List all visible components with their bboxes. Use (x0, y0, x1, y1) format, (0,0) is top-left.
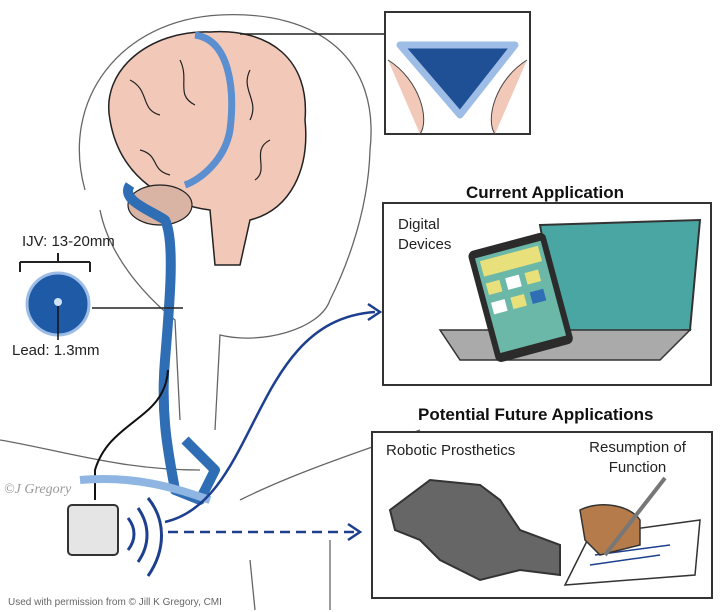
pen-icon (603, 476, 667, 557)
phone-icon (468, 232, 573, 362)
jugular-vein (123, 182, 220, 505)
lead-wire (94, 369, 169, 500)
lead-cross-section (54, 298, 62, 306)
implant-device (67, 504, 119, 556)
cerebellum (127, 184, 193, 226)
watermark: ©J Gregory (4, 482, 72, 497)
clavicle-vessel (79, 475, 212, 504)
lead-label: Lead: 1.3mm (12, 342, 100, 359)
brain-folds (129, 59, 271, 181)
digital-devices-label: Digital Devices (398, 216, 452, 253)
wireless-waves-icon (126, 497, 163, 577)
arrow-to-current (164, 310, 376, 524)
brain (108, 30, 307, 266)
stentrode-inset (396, 41, 519, 119)
ijv-label: IJV: 13-20mm (22, 233, 115, 250)
resumption-of-function-label: Resumption of Function (589, 439, 686, 476)
credit-line: Used with permission from © Jill K Grego… (8, 597, 222, 608)
current-application-title: Current Application (466, 183, 625, 202)
writing-hand-icon (579, 504, 641, 556)
shoulder-outline (0, 429, 421, 611)
robotic-prosthetics-label: Robotic Prosthetics (386, 442, 516, 459)
robotic-hand-icon (388, 478, 561, 582)
future-applications-title: Potential Future Applications (418, 405, 654, 424)
sinus-vessel (183, 31, 236, 189)
